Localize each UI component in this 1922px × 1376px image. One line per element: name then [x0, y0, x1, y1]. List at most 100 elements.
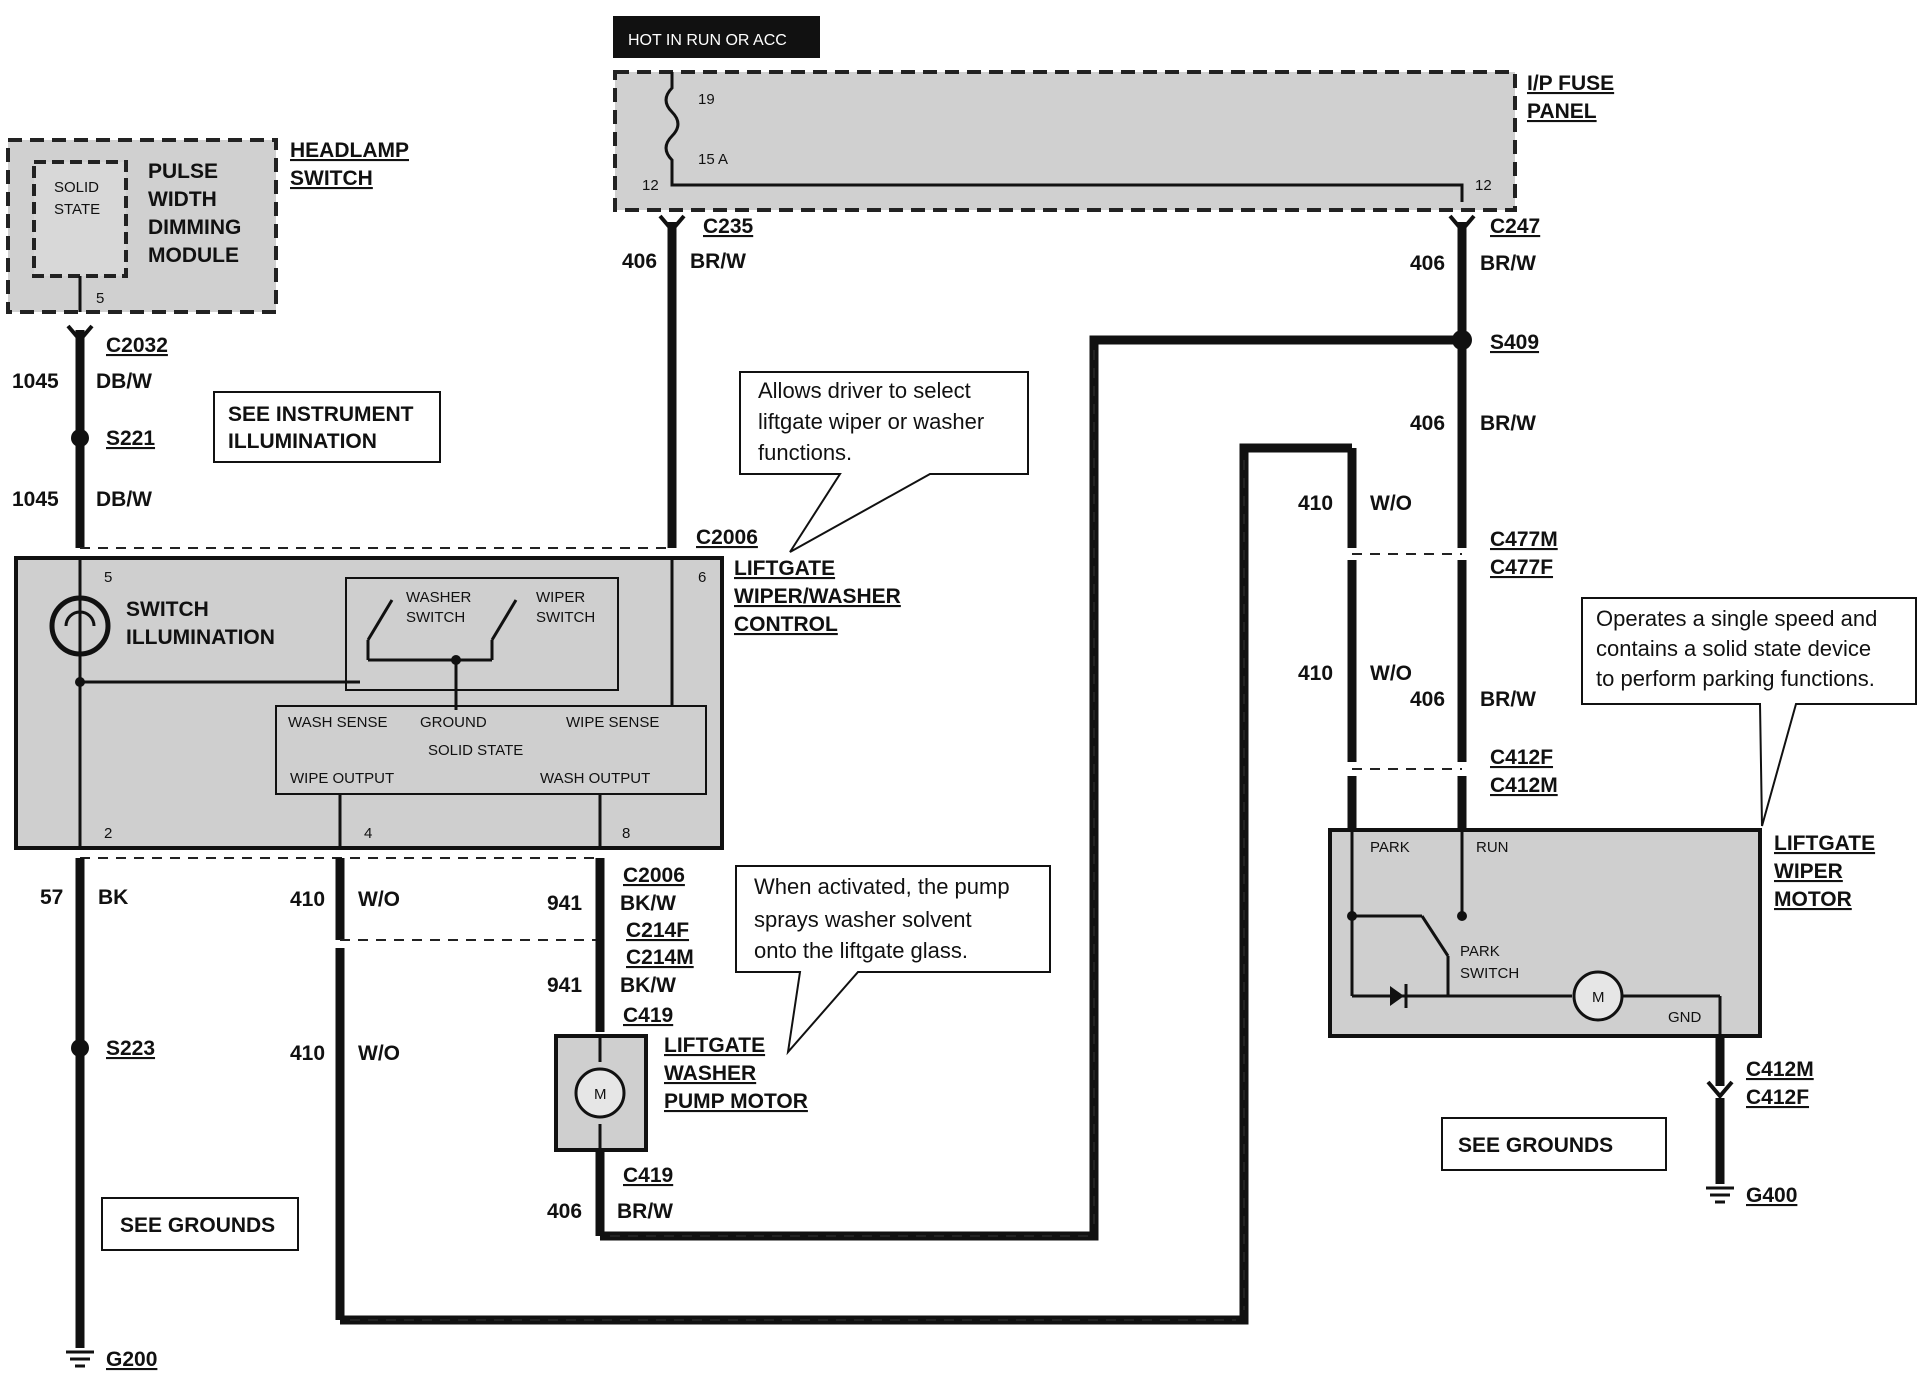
liftgate-wiper-washer-control: SWITCH ILLUMINATION WASHER SWITCH WIPER … — [14, 556, 901, 850]
svg-text:SWITCH: SWITCH — [406, 609, 465, 626]
svg-text:406: 406 — [547, 1200, 582, 1223]
svg-text:406: 406 — [622, 250, 657, 273]
svg-text:4: 4 — [364, 825, 372, 842]
svg-text:SEE INSTRUMENT: SEE INSTRUMENT — [228, 403, 414, 426]
svg-text:RUN: RUN — [1476, 839, 1509, 856]
svg-text:C419: C419 — [623, 1004, 673, 1027]
callout-pump-note: When activated, the pump sprays washer s… — [735, 865, 1051, 1056]
svg-text:SWITCH: SWITCH — [126, 598, 209, 621]
svg-text:941: 941 — [547, 974, 582, 997]
svg-text:410: 410 — [1298, 662, 1333, 685]
svg-text:SWITCH: SWITCH — [1460, 965, 1519, 982]
svg-text:406: 406 — [1410, 688, 1445, 711]
wire-motor-ground: C412M C412F G400 — [1706, 1036, 1814, 1207]
svg-text:S223: S223 — [106, 1037, 155, 1060]
wiper-motor-title: LIFTGATE — [1774, 832, 1875, 855]
fuse-panel: 19 15 A 12 12 I/P FUSE PANEL — [613, 70, 1614, 212]
fuse-panel-title: I/P FUSE — [1527, 72, 1614, 95]
svg-text:BK: BK — [98, 886, 128, 909]
svg-text:S409: S409 — [1490, 331, 1539, 354]
svg-text:WIPER: WIPER — [1774, 860, 1843, 883]
svg-text:406: 406 — [1410, 412, 1445, 435]
svg-text:19: 19 — [698, 91, 715, 108]
svg-text:SOLID STATE: SOLID STATE — [428, 742, 523, 759]
svg-text:W/O: W/O — [358, 888, 400, 911]
wire-941: 941 BK/W C214F C214M 941 BK/W C419 — [547, 858, 694, 1032]
svg-text:WIPE SENSE: WIPE SENSE — [566, 714, 659, 731]
svg-text:410: 410 — [290, 888, 325, 911]
svg-text:15 A: 15 A — [698, 151, 728, 168]
svg-text:C419: C419 — [623, 1164, 673, 1187]
svg-text:Operates a single speed and: Operates a single speed and — [1596, 606, 1877, 631]
diode-icon — [1390, 986, 1404, 1006]
svg-text:MOTOR: MOTOR — [1774, 888, 1852, 911]
svg-text:C412F: C412F — [1746, 1086, 1809, 1109]
svg-text:GROUND: GROUND — [420, 714, 487, 731]
c477f-label: C477F — [1490, 556, 1553, 579]
svg-text:SEE GROUNDS: SEE GROUNDS — [120, 1214, 275, 1237]
svg-text:5: 5 — [104, 569, 112, 586]
svg-text:WASH OUTPUT: WASH OUTPUT — [540, 770, 650, 787]
svg-text:BR/W: BR/W — [1480, 412, 1536, 435]
c2006-bottom-label: C2006 — [623, 864, 685, 887]
hot-in-run-banner: HOT IN RUN OR ACC — [613, 16, 820, 58]
svg-text:functions.: functions. — [758, 440, 852, 465]
svg-text:SOLID: SOLID — [54, 179, 99, 196]
svg-text:S221: S221 — [106, 427, 155, 450]
svg-text:C214F: C214F — [626, 919, 689, 942]
svg-text:Allows driver to select: Allows driver to select — [758, 378, 971, 403]
svg-text:CONTROL: CONTROL — [734, 613, 838, 636]
svg-text:410: 410 — [1298, 492, 1333, 515]
svg-text:C214M: C214M — [626, 946, 694, 969]
svg-text:SWITCH: SWITCH — [290, 167, 373, 190]
svg-text:to perform parking functions.: to perform parking functions. — [1596, 666, 1875, 691]
svg-text:WASHER: WASHER — [406, 589, 471, 606]
wire-410-wo: 410 W/O 410 W/O — [290, 443, 1352, 1325]
svg-text:liftgate wiper or washer: liftgate wiper or washer — [758, 409, 984, 434]
svg-text:BR/W: BR/W — [690, 250, 746, 273]
c2006-top-label: C2006 — [696, 526, 758, 549]
svg-text:6: 6 — [698, 569, 706, 586]
svg-text:W/O: W/O — [1370, 492, 1412, 515]
svg-text:When activated, the pump: When activated, the pump — [754, 874, 1010, 899]
svg-text:5: 5 — [96, 290, 104, 307]
see-grounds-right: SEE GROUNDS — [1441, 1117, 1667, 1171]
svg-text:BR/W: BR/W — [1480, 688, 1536, 711]
svg-text:57: 57 — [40, 886, 63, 909]
svg-text:G200: G200 — [106, 1348, 157, 1371]
control-title: LIFTGATE — [734, 557, 835, 580]
liftgate-washer-pump-motor: M LIFTGATE WASHER PUMP MOTOR — [554, 1034, 808, 1152]
svg-text:WIPER/WASHER: WIPER/WASHER — [734, 585, 901, 608]
svg-text:BR/W: BR/W — [617, 1200, 673, 1223]
svg-text:WIDTH: WIDTH — [148, 188, 217, 211]
svg-text:406: 406 — [1410, 252, 1445, 275]
svg-text:8: 8 — [622, 825, 630, 842]
pump-title: LIFTGATE — [664, 1034, 765, 1057]
svg-text:DIMMING: DIMMING — [148, 216, 241, 239]
wire-410-right: 410 W/O 410 W/O — [1298, 448, 1412, 830]
svg-text:HOT IN RUN OR ACC: HOT IN RUN OR ACC — [628, 32, 787, 49]
svg-text:W/O: W/O — [1370, 662, 1412, 685]
svg-text:C412M: C412M — [1746, 1058, 1814, 1081]
svg-text:GND: GND — [1668, 1009, 1702, 1026]
svg-text:DB/W: DB/W — [96, 370, 152, 393]
svg-text:DB/W: DB/W — [96, 488, 152, 511]
svg-text:WASHER: WASHER — [664, 1062, 756, 1085]
wire-57-ground: 57 BK S223 G200 — [40, 858, 157, 1371]
wire-406-pump-return: C419 406 BR/W — [547, 335, 1462, 1241]
c477m-label: C477M — [1490, 528, 1558, 551]
c412f-label: C412F — [1490, 746, 1553, 769]
headlamp-switch: SOLID STATE PULSE WIDTH DIMMING MODULE 5… — [6, 138, 409, 314]
ground-g400-icon — [1706, 1186, 1734, 1204]
wire-406-c235: C235 406 BR/W — [622, 214, 754, 548]
liftgate-wiper-motor: PARK RUN PARK SWITCH M GND LIFTGATE WIPE… — [1328, 828, 1875, 1038]
svg-text:WIPE OUTPUT: WIPE OUTPUT — [290, 770, 394, 787]
svg-text:WASH SENSE: WASH SENSE — [288, 714, 387, 731]
svg-text:ILLUMINATION: ILLUMINATION — [126, 626, 275, 649]
c412m-label: C412M — [1490, 774, 1558, 797]
svg-text:W/O: W/O — [358, 1042, 400, 1065]
svg-text:PARK: PARK — [1460, 943, 1500, 960]
svg-text:1045: 1045 — [12, 370, 59, 393]
svg-text:410: 410 — [290, 1042, 325, 1065]
